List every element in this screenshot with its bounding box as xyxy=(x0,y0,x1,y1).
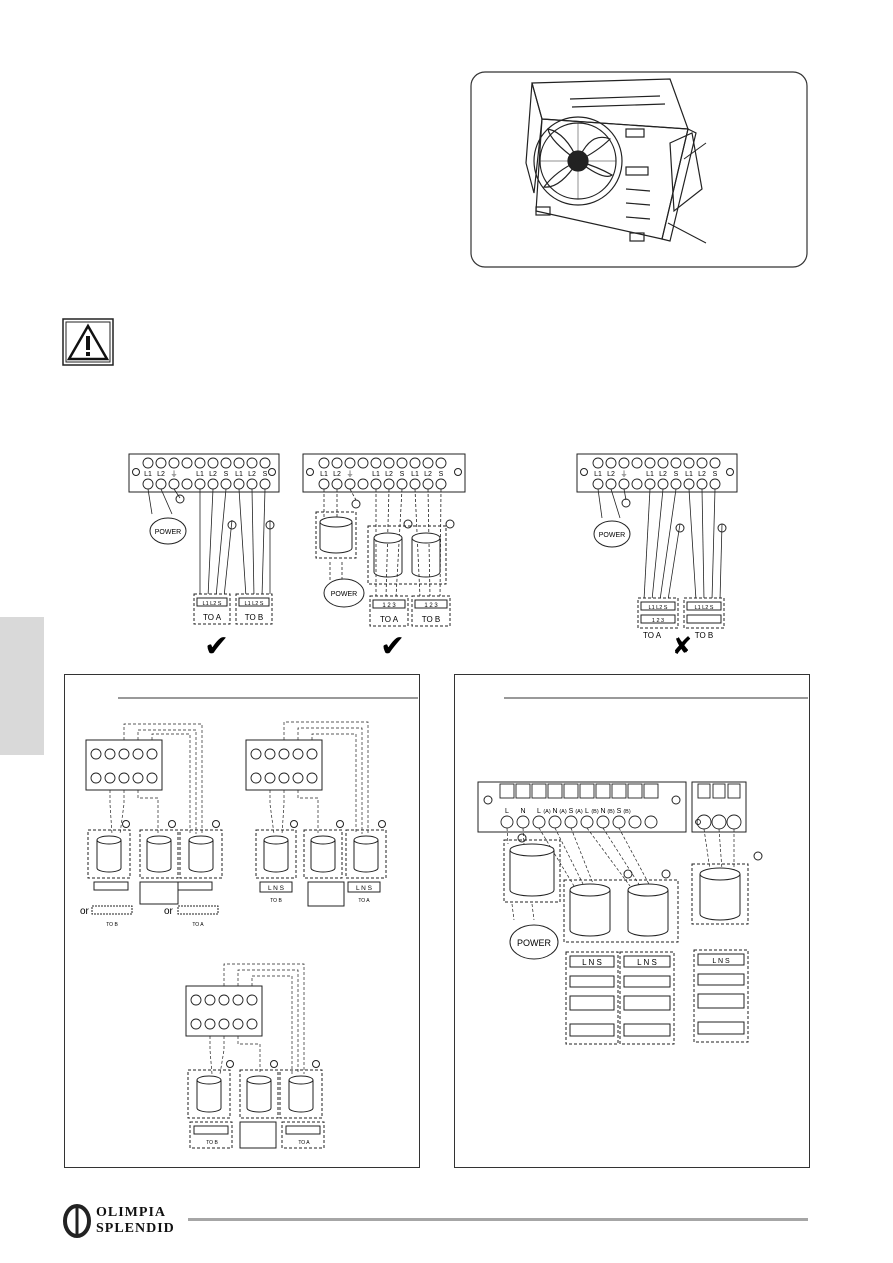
strip-label-12: (B) xyxy=(607,809,615,815)
term-b-label-3: L1 L2 S xyxy=(695,605,714,611)
tb3-label-6: S xyxy=(674,471,679,478)
strip-label-9: L xyxy=(585,808,589,815)
tb1-label-1: L1 xyxy=(144,471,152,478)
to-b-label-3: TO B xyxy=(695,631,714,640)
lns-label-3: L N S xyxy=(712,958,730,965)
side-tab xyxy=(0,617,44,755)
tb3-label-1: L1 xyxy=(594,471,602,478)
lns-b-label: L N S xyxy=(268,885,285,892)
tb3-label-4: L1 xyxy=(646,471,654,478)
tb2-label-6: S xyxy=(400,471,405,478)
term-b-label-1: L1 L2 S xyxy=(245,601,264,607)
power-label-right: POWER xyxy=(517,938,552,948)
right-wiring-panel: L N L (A) N (A) S (A) L (B) N (B) S (B) … xyxy=(454,674,810,1168)
strip-label-6: (A) xyxy=(559,809,567,815)
cross-icon: ✘ xyxy=(672,632,693,660)
strip-label-1: L xyxy=(505,808,509,815)
to-a-label-3: TO A xyxy=(643,631,662,640)
to-a-small-2: TO A xyxy=(358,898,370,904)
tb2-label-1: L1 xyxy=(320,471,328,478)
term-a1-label-3: L1 L2 S xyxy=(649,605,668,611)
tb2-label-4: L1 xyxy=(372,471,380,478)
term-a-label-1: L1 L2 S xyxy=(203,601,222,607)
or-label-1: or xyxy=(80,906,90,917)
to-a-small-1: TO A xyxy=(192,922,204,928)
strip-label-2: N xyxy=(520,808,525,815)
tb3-label-3: ⏚ xyxy=(621,470,628,478)
tb2-label-5: L2 xyxy=(385,471,393,478)
tb1-label-9: S xyxy=(263,471,268,478)
left-sub-diagram-b: L N S L N S TO B TO A xyxy=(245,721,387,907)
olimpia-splendid-logo: OLIMPIA SPLENDID xyxy=(62,1197,202,1245)
to-b-small-2: TO B xyxy=(270,898,282,904)
tb3-label-2: L2 xyxy=(607,471,615,478)
power-label-2: POWER xyxy=(331,591,357,598)
tb1-label-4: L1 xyxy=(196,471,204,478)
power-label-1: POWER xyxy=(155,529,181,536)
strip-label-10: (B) xyxy=(591,809,599,815)
logo-mark-icon xyxy=(63,1204,91,1238)
logo-text-olimpia: OLIMPIA xyxy=(96,1205,166,1220)
left-sub-diagram-c: TO B TO A xyxy=(185,963,325,1149)
tb1-label-5: L2 xyxy=(209,471,217,478)
term-a-label-2: 1 2 3 xyxy=(382,603,396,609)
left-wiring-panel: or or TO B TO A L xyxy=(64,674,420,1168)
tb2-label-9: S xyxy=(439,471,444,478)
outdoor-unit-illustration xyxy=(525,78,703,242)
lns-label-2: L N S xyxy=(637,958,657,967)
to-a-small-3: TO A xyxy=(298,1140,310,1146)
term-b-label-2: 1 2 3 xyxy=(424,603,438,609)
left-sub-diagram-a: or or TO B TO A xyxy=(80,723,223,928)
to-a-label-2: TO A xyxy=(380,615,399,624)
strip-label-14: (B) xyxy=(623,809,631,815)
to-b-label-2: TO B xyxy=(422,615,441,624)
lns-a-label: L N S xyxy=(356,885,373,892)
wiring-diagram-2: L1 L2 ⏚ L1 L2 S L1 L2 S POWER 1 2 3 1 2 … xyxy=(302,453,466,627)
strip-label-7: S xyxy=(569,808,574,815)
lns-label-1: L N S xyxy=(582,958,602,967)
to-b-small-3: TO B xyxy=(206,1140,218,1146)
term-a2-label-3: 1 2 3 xyxy=(652,618,664,624)
tb1-label-3: ⏚ xyxy=(171,470,178,478)
tb1-label-2: L2 xyxy=(157,471,165,478)
strip-label-8: (A) xyxy=(575,809,583,815)
tb3-label-7: L1 xyxy=(685,471,693,478)
tb2-label-8: L2 xyxy=(424,471,432,478)
strip-label-13: S xyxy=(617,808,622,815)
checkmark-icon-1: ✔ xyxy=(204,629,230,664)
tb1-label-8: L2 xyxy=(248,471,256,478)
tb3-label-5: L2 xyxy=(659,471,667,478)
strip-label-4: (A) xyxy=(543,809,551,815)
tb3-label-9: S xyxy=(713,471,718,478)
wiring-diagram-1: L1 L2 ⏚ L1 L2 S L1 L2 S POWER L1 L2 S L1… xyxy=(128,453,280,625)
power-label-3: POWER xyxy=(599,532,625,539)
tb2-label-3: ⏚ xyxy=(347,470,354,478)
to-b-small-1: TO B xyxy=(106,922,118,928)
footer-rule xyxy=(188,1218,808,1221)
strip-label-3: L xyxy=(537,808,541,815)
logo-text-splendid: SPLENDID xyxy=(96,1221,175,1236)
outdoor-unit-figure xyxy=(470,71,808,268)
or-label-2: or xyxy=(164,906,174,917)
tb3-label-8: L2 xyxy=(698,471,706,478)
tb2-label-2: L2 xyxy=(333,471,341,478)
to-b-label-1: TO B xyxy=(245,613,264,622)
tb2-label-7: L1 xyxy=(411,471,419,478)
to-a-label-1: TO A xyxy=(203,613,222,622)
tb1-label-6: S xyxy=(224,471,229,478)
wiring-diagram-3: L1 L2 ⏚ L1 L2 S L1 L2 S POWER L1 L2 S 1 … xyxy=(576,453,738,640)
warning-icon xyxy=(62,318,114,366)
strip-label-5: N xyxy=(552,808,557,815)
tb1-label-7: L1 xyxy=(235,471,243,478)
checkmark-icon-2: ✔ xyxy=(380,629,406,664)
strip-label-11: N xyxy=(600,808,605,815)
